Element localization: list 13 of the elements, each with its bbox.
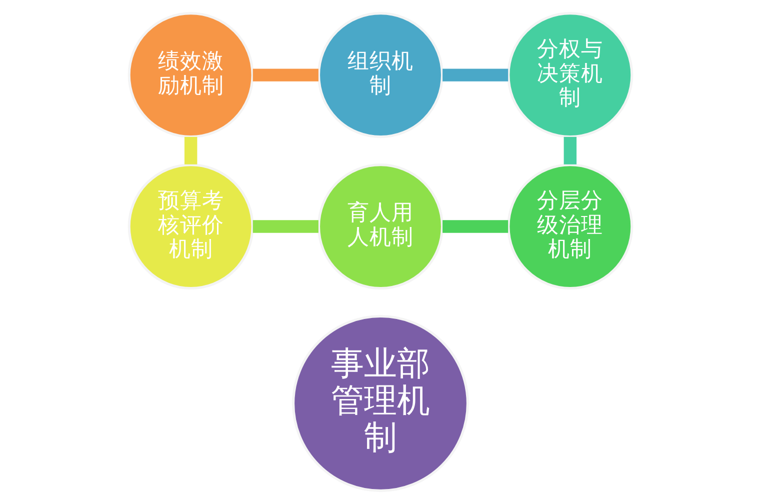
connector [564,136,577,164]
connector [252,220,318,233]
node-circle: 分权与决策机制 [507,12,634,138]
connector [184,136,198,164]
connector [252,68,318,82]
node-circle: 事业部管理机制 [292,315,469,492]
node-circle: 绩效激励机制 [128,12,254,138]
node-circle: 分层分级治理机制 [507,164,634,290]
connector [442,220,508,233]
connector [442,68,508,82]
node-circle: 组织机制 [317,12,444,138]
node-circle: 育人用人机制 [317,164,444,290]
node-circle: 预算考核评价机制 [128,164,254,290]
